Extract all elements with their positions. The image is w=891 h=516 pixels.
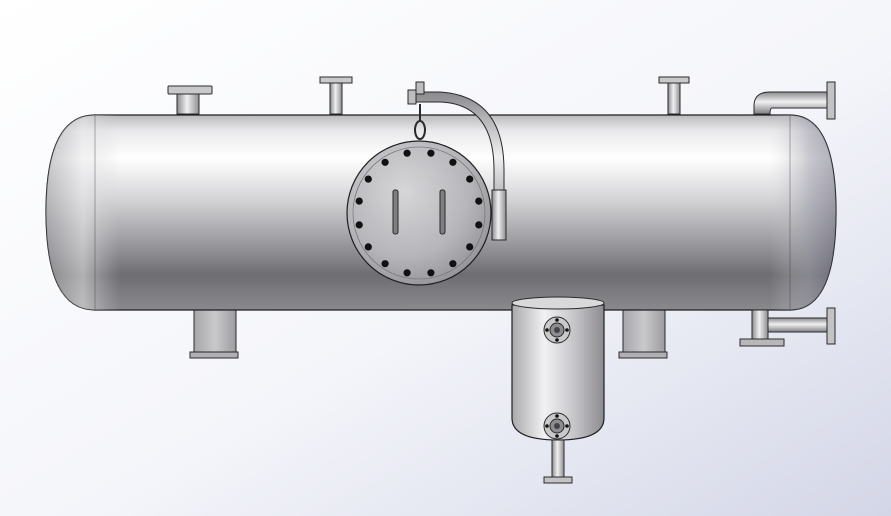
manway-bolt-circle bbox=[355, 149, 483, 277]
manway-handle-right bbox=[439, 189, 446, 235]
bolt-hole bbox=[355, 197, 363, 205]
bolt-hole bbox=[475, 221, 483, 229]
bolt-hole bbox=[403, 269, 411, 277]
top-nozzle-1 bbox=[167, 85, 213, 115]
bolt-hole bbox=[449, 158, 457, 166]
boot-nozzle-lower bbox=[543, 412, 571, 440]
vessel-shell bbox=[45, 114, 837, 311]
bolt-hole bbox=[427, 269, 435, 277]
vessel-boot bbox=[511, 296, 605, 484]
outlet-bottom-right bbox=[739, 307, 836, 347]
bolt-hole bbox=[381, 260, 389, 268]
bolt-hole bbox=[364, 175, 372, 183]
top-nozzle-3 bbox=[658, 76, 690, 115]
bolt-hole bbox=[427, 149, 435, 157]
head-right-shade bbox=[770, 115, 836, 310]
bolt-hole bbox=[449, 260, 457, 268]
manway-handle-left bbox=[392, 189, 399, 235]
bolt-hole bbox=[466, 175, 474, 183]
bolt-hole bbox=[381, 158, 389, 166]
bolt-hole bbox=[364, 243, 372, 251]
top-nozzle-2 bbox=[319, 76, 353, 115]
bolt-hole bbox=[403, 149, 411, 157]
boot-nozzle-upper bbox=[543, 316, 571, 344]
bolt-hole bbox=[466, 243, 474, 251]
bolt-hole bbox=[475, 197, 483, 205]
head-left-highlight bbox=[46, 115, 120, 310]
bolt-hole bbox=[355, 221, 363, 229]
manway-davit-arm bbox=[407, 81, 507, 241]
outlet-elbow-top-right bbox=[753, 81, 836, 120]
manway-cover bbox=[346, 140, 492, 286]
